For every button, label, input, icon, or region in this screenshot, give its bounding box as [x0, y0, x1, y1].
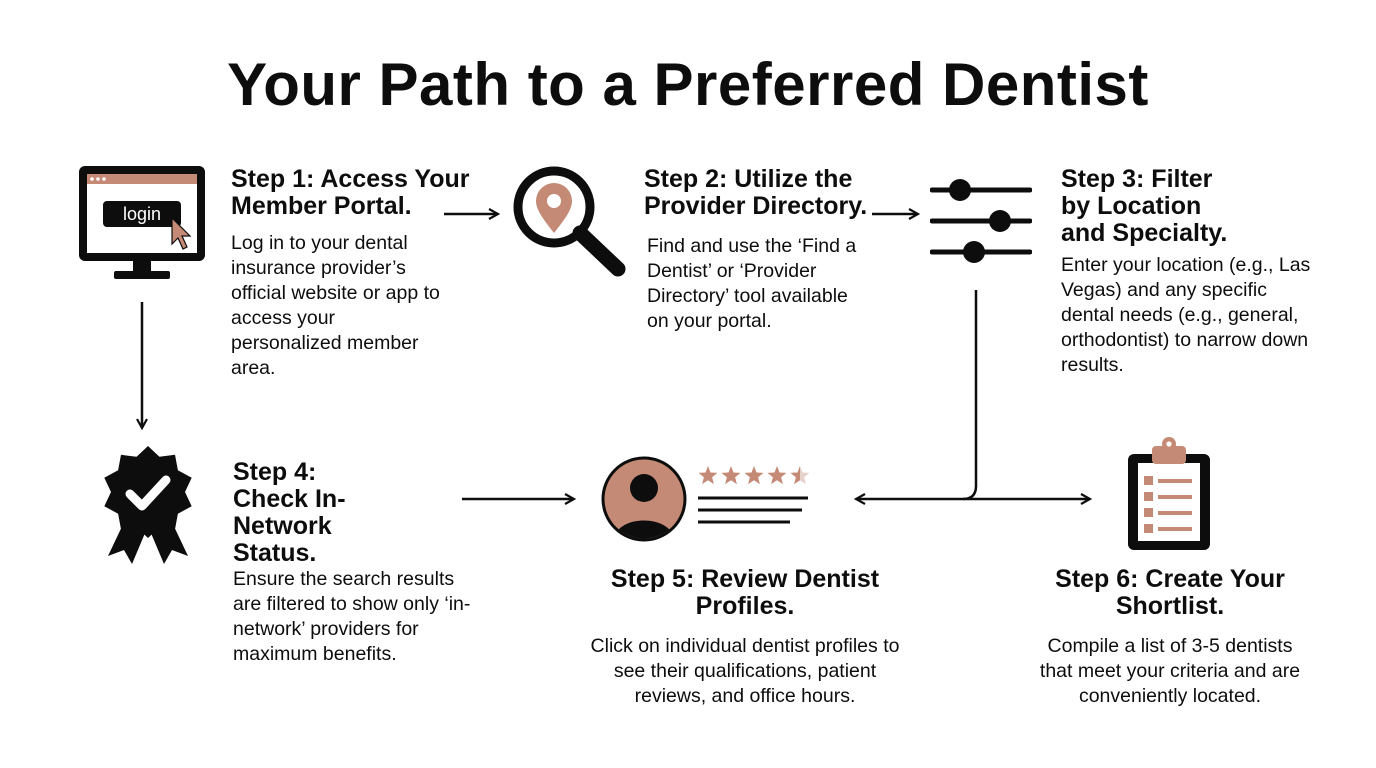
computer-login-icon: login: [79, 166, 205, 279]
profile-rating-icon: [601, 456, 810, 542]
rating-star-icon: [721, 466, 741, 485]
rating-star-icon: [767, 466, 787, 485]
rating-star-icon: [744, 466, 764, 485]
rating-star-icon: [698, 466, 718, 485]
step2-description: Find and use the ‘Find a Dentist’ or ‘Pr…: [647, 235, 857, 332]
step6-title: Step 6: Create Your Shortlist.: [1055, 565, 1285, 620]
step1-description: Log in to your dental insurance provider…: [231, 232, 440, 379]
step6-description: Compile a list of 3-5 dentists that meet…: [1039, 635, 1301, 707]
verified-badge-icon: [104, 446, 192, 564]
step1-title: Step 1: Access Your Member Portal.: [231, 165, 470, 220]
step3-title: Step 3: Filter by Location and Specialty…: [1061, 165, 1228, 247]
step4-title: Step 4: Check In-Network Status.: [233, 458, 346, 567]
connector-step3-down: [962, 290, 978, 501]
filter-sliders-icon: [930, 179, 1032, 263]
page-title: Your Path to a Preferred Dentist: [227, 51, 1149, 118]
step5-description: Click on individual dentist profiles to …: [590, 635, 900, 707]
step4-description: Ensure the search results are filtered t…: [233, 568, 471, 665]
step5-title: Step 5: Review Dentist Profiles.: [610, 565, 880, 620]
step2-title: Step 2: Utilize the Provider Directory.: [644, 165, 868, 220]
magnifier-location-pin-icon: [513, 166, 626, 277]
login-label: login: [123, 204, 161, 224]
clipboard-checklist-icon: [1128, 437, 1210, 550]
step3-description: Enter your location (e.g., Las Vegas) an…: [1061, 254, 1311, 376]
rating-star-partial-icon: [790, 466, 800, 485]
